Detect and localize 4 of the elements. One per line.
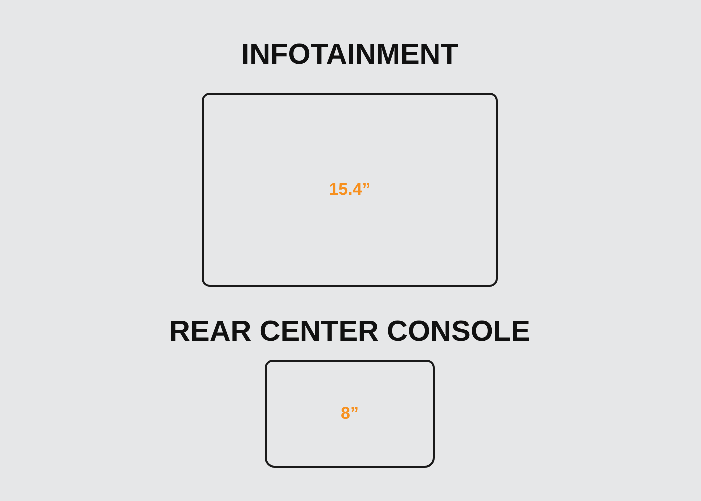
screen-title: INFOTAINMENT: [240, 38, 460, 73]
screen-size-label: 15.4”: [329, 180, 371, 200]
screen-size-label: 8”: [341, 404, 359, 424]
screen-title: REAR CENTER CONSOLE: [168, 315, 532, 350]
